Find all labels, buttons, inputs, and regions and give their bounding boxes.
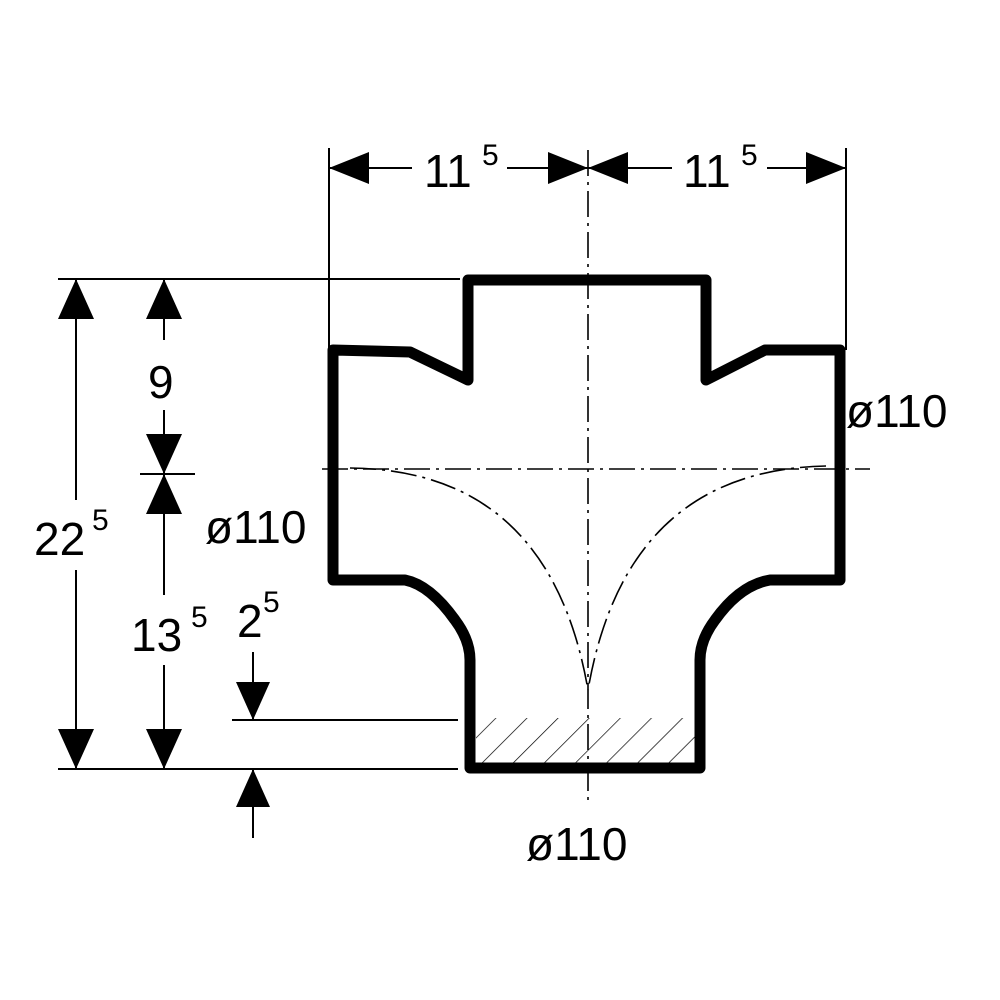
left-flow-curve [349,467,589,691]
dim-height-total-main: 22 [34,513,85,565]
dim-top-left-sup: 5 [482,139,499,172]
diameter-bottom-label: ø110 [526,818,627,870]
dim-height-lower-main: 13 [131,609,182,661]
total-height-dimension [30,279,120,769]
diameter-right-label: ø110 [846,385,947,437]
insertion-hatch [476,718,698,768]
dim-insert-sup: 5 [263,586,280,619]
dim-height-lower-sup: 5 [191,601,208,634]
dim-height-total-sup: 5 [92,504,109,537]
dim-insert-main: 2 [237,595,263,647]
diameter-left-label: ø110 [205,501,306,553]
dim-top-left-main: 11 [424,145,472,197]
top-dimension [329,140,846,192]
dim-height-upper: 9 [148,356,174,408]
fitting-outline [327,274,846,774]
right-flow-curve [587,465,827,691]
dim-top-right-sup: 5 [741,139,758,172]
partial-height-dimension [122,279,222,769]
insert-depth-dimension [236,652,270,838]
dim-top-right-main: 11 [683,145,731,197]
